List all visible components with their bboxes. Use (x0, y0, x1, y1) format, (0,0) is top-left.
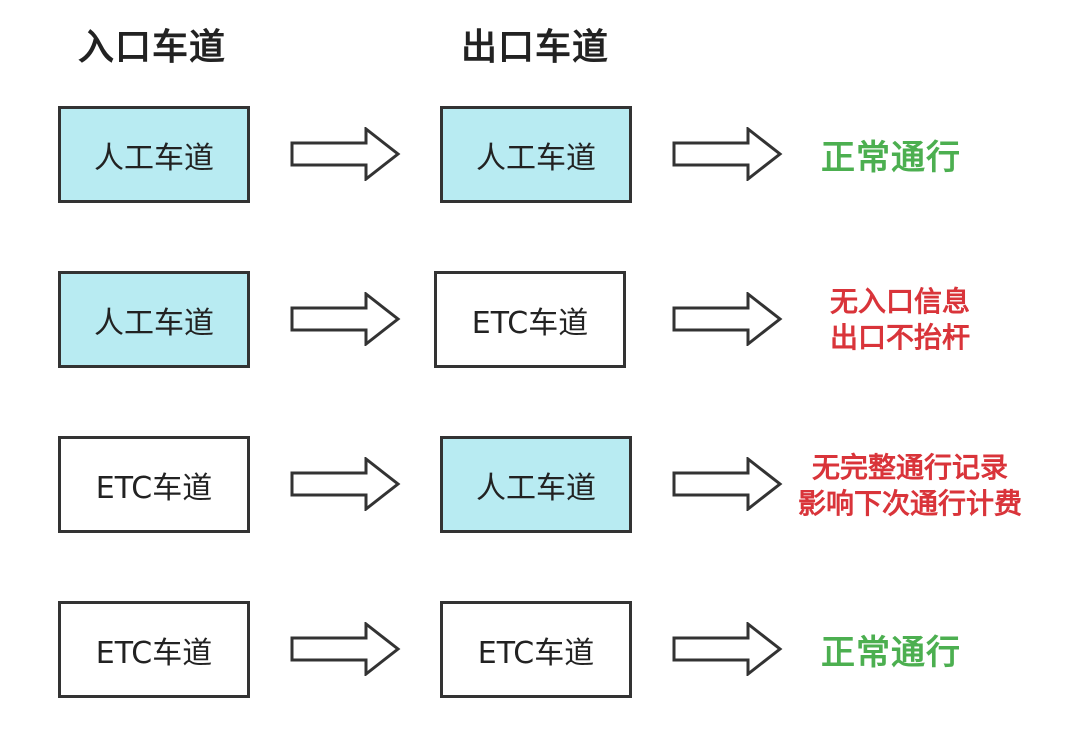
exit-lane-header: 出口车道 (461, 27, 610, 68)
row-1-exit-lane-box: 人工车道 (440, 106, 632, 203)
row-1-result: 正常通行 (803, 130, 979, 179)
row-3-result-line-1: 无完整通行记录 (811, 451, 1008, 484)
row-3-exit-lane-box: 人工车道 (440, 436, 632, 533)
row-4-exit-lane-box: ETC车道 (440, 601, 632, 698)
row-3-exit-lane-label: 人工车道 (476, 470, 596, 506)
row-4-arrow-1 (290, 622, 402, 676)
row-1-result-line-1: 正常通行 (821, 138, 961, 178)
row-1-arrow-2 (672, 127, 784, 181)
row-2-arrow-1 (290, 292, 402, 346)
row-3-arrow-1 (290, 457, 402, 511)
row-1-entry-lane-box: 人工车道 (58, 106, 250, 203)
row-4-result: 正常通行 (803, 625, 979, 674)
row-4-exit-lane-label: ETC车道 (477, 635, 595, 671)
row-1-arrow-1 (290, 127, 402, 181)
row-4-entry-lane-box: ETC车道 (58, 601, 250, 698)
entry-lane-header: 入口车道 (78, 27, 227, 68)
row-4-entry-lane-label: ETC车道 (95, 635, 213, 671)
row-3-arrow-2 (672, 457, 784, 511)
row-1-exit-lane-label: 人工车道 (476, 140, 596, 176)
row-1-entry-lane-label: 人工车道 (94, 140, 214, 176)
row-2-entry-lane-box: 人工车道 (58, 271, 250, 368)
row-2-arrow-2 (672, 292, 784, 346)
row-2-exit-lane-box: ETC车道 (434, 271, 626, 368)
row-3-entry-lane-box: ETC车道 (58, 436, 250, 533)
row-3-entry-lane-label: ETC车道 (95, 470, 213, 506)
row-3-result-line-2: 影响下次通行计费 (797, 487, 1022, 520)
row-2-entry-lane-label: 人工车道 (94, 305, 214, 341)
row-4-arrow-2 (672, 622, 784, 676)
row-4-result-line-1: 正常通行 (821, 633, 961, 673)
row-3-result: 无完整通行记录 影响下次通行计费 (770, 450, 1050, 522)
row-2-result: 无入口信息 出口不抬杆 (790, 284, 1010, 356)
row-2-result-line-1: 无入口信息 (829, 285, 970, 318)
row-2-result-line-2: 出口不抬杆 (829, 321, 970, 354)
row-2-exit-lane-label: ETC车道 (471, 305, 589, 341)
